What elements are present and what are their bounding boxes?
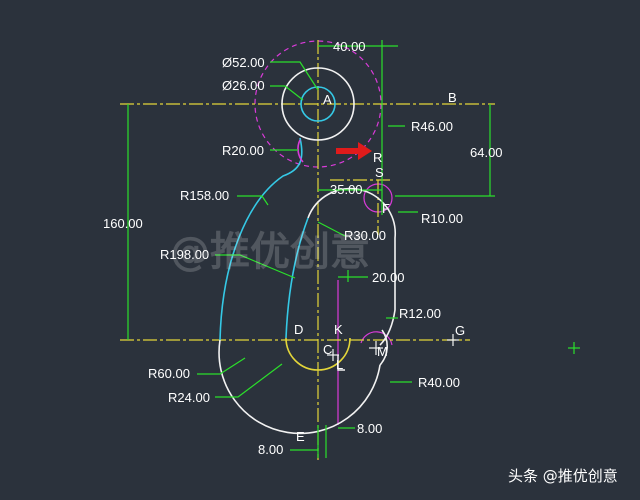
cross-markers (327, 334, 580, 361)
dim-text-160: 160.00 (103, 216, 143, 231)
point-label-k: K (334, 322, 343, 337)
point-label-d: D (294, 322, 303, 337)
point-label-e: E (296, 429, 305, 444)
dim-text-r46: R46.00 (411, 119, 453, 134)
dim-text-r24: R24.00 (168, 390, 210, 405)
eye-outer-circle (281, 67, 355, 141)
hook-right-arc (379, 329, 388, 366)
point-label-g: G (455, 323, 465, 338)
dim-text-8a: 8.00 (258, 442, 283, 457)
point-label-a: A (323, 92, 332, 107)
dim-text-64: 64.00 (470, 145, 503, 160)
centerlines (120, 40, 495, 460)
point-label-m: M (377, 344, 388, 359)
watermark-text: @推优创意 (170, 229, 370, 275)
hook-r20-arc (297, 139, 304, 163)
point-label-s: S (375, 165, 384, 180)
eye-inner-circle (300, 86, 336, 122)
dim-text-d52: Ø52.00 (222, 55, 265, 70)
hook-inner-r30 (307, 187, 397, 346)
dim-text-r12: R12.00 (399, 306, 441, 321)
dimension-lines (127, 40, 495, 458)
hook-inner-cyan (285, 217, 309, 339)
dim-text-r30: R30.00 (344, 228, 386, 243)
dim-text-r40: R40.00 (418, 375, 460, 390)
hook-inner-r24 (285, 337, 351, 371)
point-label-f: F (382, 201, 390, 216)
point-label-c: C (323, 342, 332, 357)
dim-text-r20: R20.00 (222, 143, 264, 158)
point-label-r: R (373, 150, 382, 165)
dim-text-r60: R60.00 (148, 366, 190, 381)
dim-text-35: 35.00 (330, 182, 363, 197)
red-arrow-marker (336, 142, 372, 160)
dim-text-d26: Ø26.00 (222, 78, 265, 93)
hook-l-segment (337, 355, 345, 371)
dim-text-40: 40.00 (333, 39, 366, 54)
dim-text-r158: R158.00 (180, 188, 229, 203)
dim-text-r10: R10.00 (421, 211, 463, 226)
point-label-b: B (448, 90, 457, 105)
point-label-l: L (336, 357, 343, 372)
dim-text-20: 20.00 (372, 270, 405, 285)
dim-text-8b: 8.00 (357, 421, 382, 436)
dim-text-r198: R198.00 (160, 247, 209, 262)
hook-bottom-arc-r60 (218, 339, 381, 435)
credit-text: 头条 @推优创意 (508, 467, 618, 485)
